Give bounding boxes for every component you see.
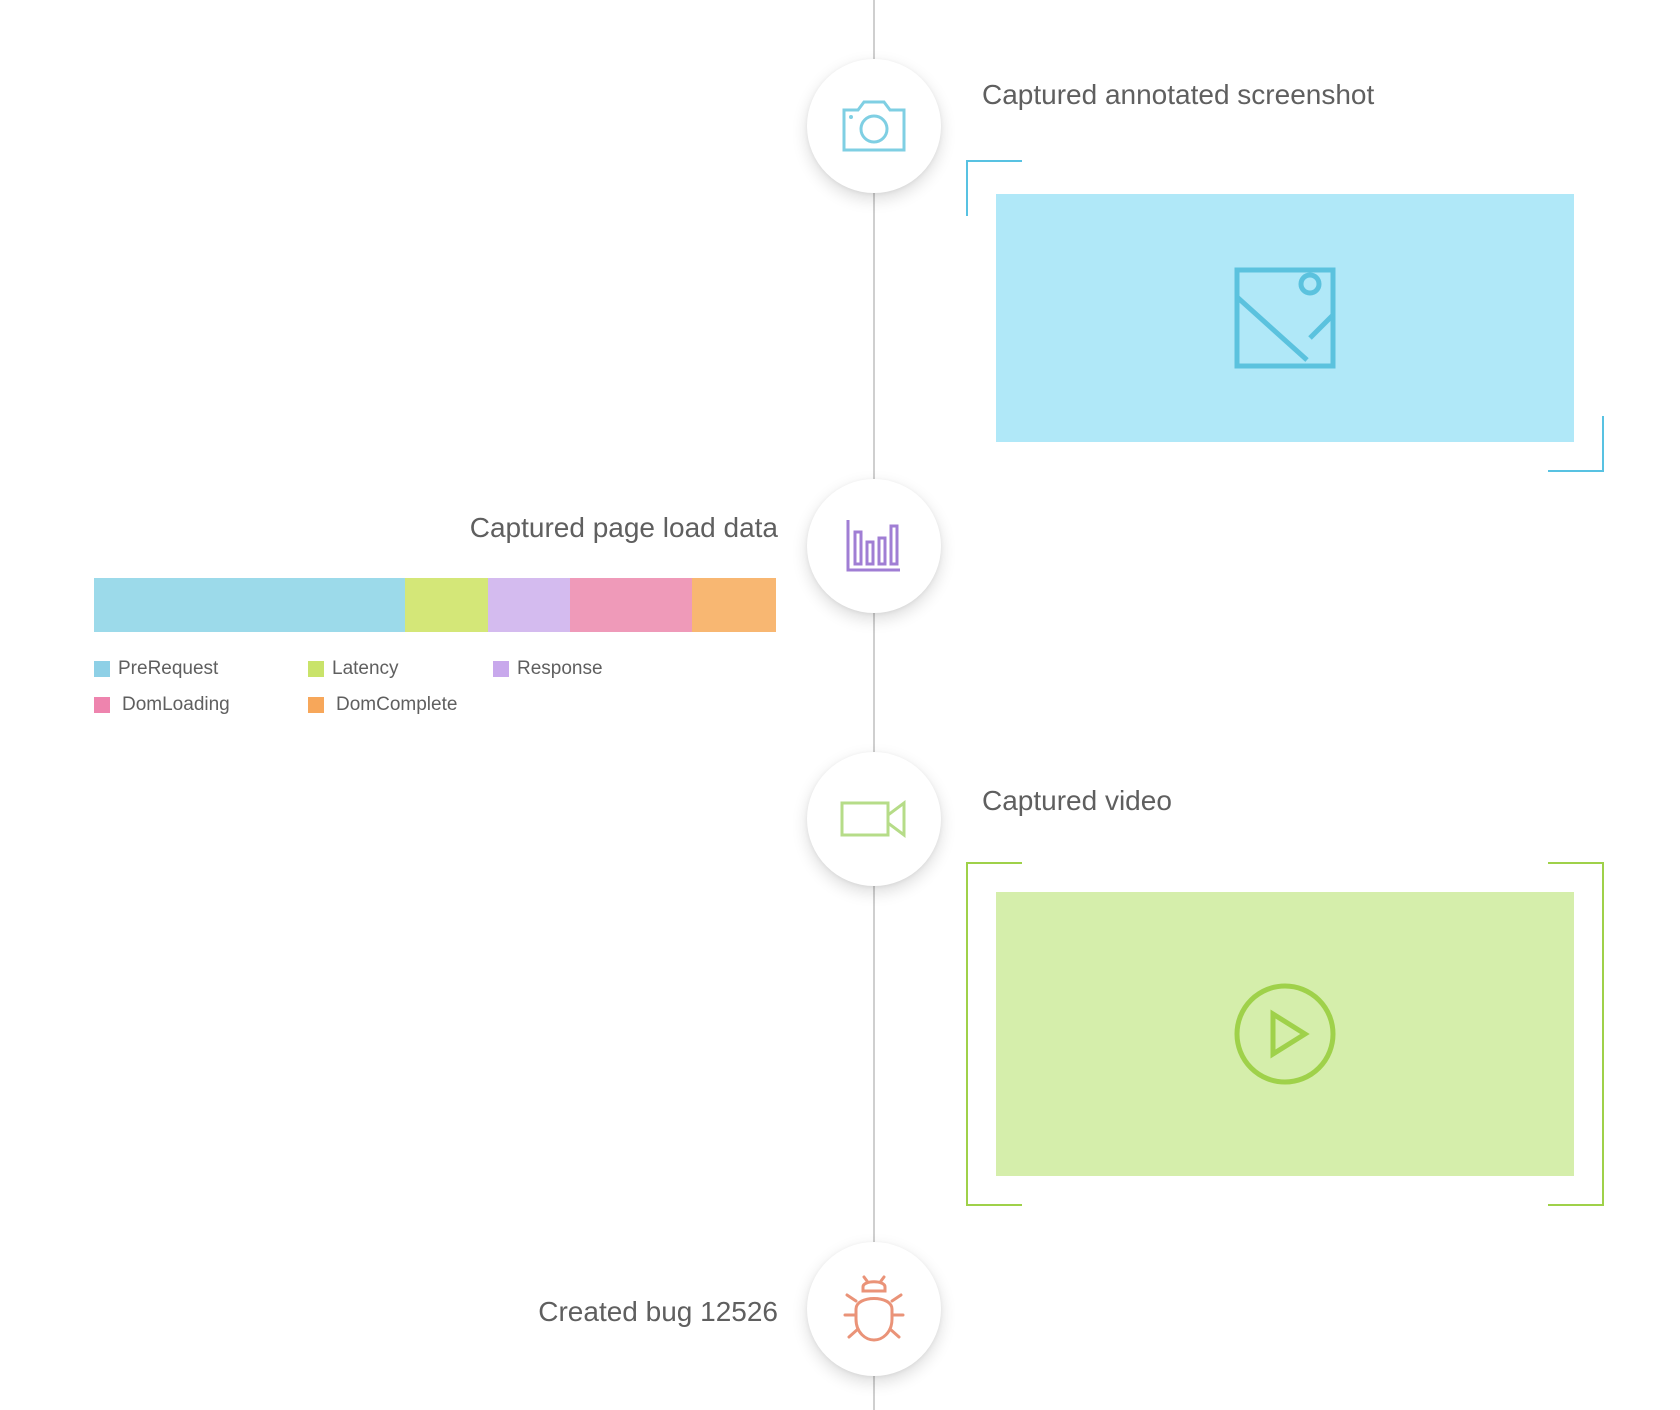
preview-corner-bottom-left [966,1150,1022,1206]
video-preview[interactable] [966,862,1604,1206]
pageload-event-title: Captured page load data [469,512,778,543]
bar-segment-prerequest[interactable] [94,578,405,632]
bar-chart-icon [846,520,900,572]
bar-segment-domloading[interactable] [570,578,693,632]
video-frame-right-edge [1602,862,1604,1206]
legend-item-domloading: DomLoading [94,694,230,716]
video-event-title: Captured video [982,785,1172,816]
preview-corner-bottom-right [1548,1150,1604,1206]
legend-item-latency: Latency [308,658,399,680]
screenshot-preview[interactable] [966,160,1604,472]
screenshot-event-title: Captured annotated screenshot [982,79,1375,110]
bar-segment-latency[interactable] [404,578,489,632]
play-icon[interactable] [1233,982,1337,1086]
bug-icon [843,1275,905,1342]
camera-icon [842,100,906,152]
legend-swatch [94,697,110,713]
legend-swatch [308,697,324,713]
legend-label: PreRequest [118,658,219,679]
legend-item-prerequest: PreRequest [94,658,218,680]
bug-event-title: Created bug 12526 [538,1296,778,1327]
legend-label: Response [517,658,603,679]
legend-label: Latency [332,658,399,679]
legend-swatch [308,661,324,677]
legend-item-domcomplete: DomComplete [308,694,457,716]
video-frame-left-edge [966,862,968,1206]
screenshot-event-node[interactable] [807,59,941,193]
video-thumbnail[interactable] [996,892,1574,1176]
timeline-line [873,0,875,1410]
legend-label: DomComplete [336,694,458,715]
video-camera-icon [840,800,906,838]
pageload-event-node[interactable] [807,479,941,613]
preview-corner-bottom-right [1548,416,1604,472]
pageload-stacked-bar [94,578,776,632]
legend-swatch [94,661,110,677]
preview-corner-top-left [966,160,1022,216]
legend-swatch [493,661,509,677]
legend-label: DomLoading [122,694,230,715]
bug-event-node[interactable] [807,1242,941,1376]
pageload-legend: PreRequest Latency Response DomLoading D… [94,658,776,738]
screenshot-thumbnail[interactable] [996,194,1574,442]
image-icon [1234,267,1336,369]
video-event-node[interactable] [807,752,941,886]
bar-segment-response[interactable] [488,578,571,632]
legend-item-response: Response [493,658,603,680]
bar-segment-domcomplete[interactable] [692,578,776,632]
